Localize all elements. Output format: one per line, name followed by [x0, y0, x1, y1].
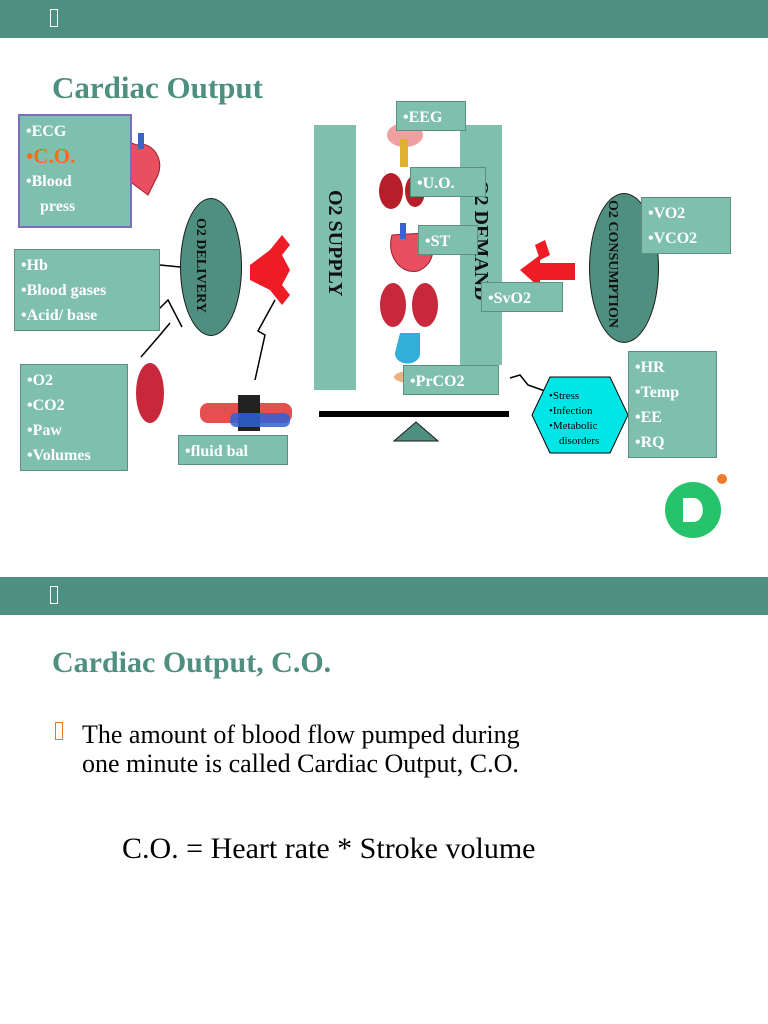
- right-red-fork-arrow: [520, 240, 575, 288]
- stressor-list: •Stress •Infection •Metabolic disorders: [549, 389, 599, 449]
- supply-bar: [314, 125, 356, 390]
- organ-label-uo-text: •U.O.: [417, 175, 455, 192]
- stressor-item-stress: •Stress: [549, 390, 580, 402]
- stressor-hexagon: [531, 376, 629, 454]
- fluid-label: •fluid bal: [185, 443, 248, 460]
- blood-item-hb: •Hb: [21, 257, 48, 274]
- monitor-item-blood: •Blood: [26, 173, 72, 190]
- metabolic-item-hr: •HR: [635, 359, 665, 376]
- lightning-connector-hex: [509, 374, 546, 392]
- lightning-connector-fluid: [254, 299, 276, 381]
- slide-header-band: [0, 0, 768, 38]
- balance-fulcrum: [392, 421, 440, 442]
- delivery-oval: [180, 198, 242, 336]
- bullet-square-icon: [55, 722, 63, 740]
- stressor-item-infection: •Infection: [549, 405, 593, 417]
- logo-icon: [665, 474, 727, 538]
- organ-label-prco2: •PrCO2: [403, 365, 499, 395]
- lung-item-co2: •CO2: [27, 397, 65, 414]
- monitor-item-co: •C.O.: [26, 144, 76, 168]
- organ-label-eeg: •EEG: [396, 101, 466, 131]
- organ-label-uo: •U.O.: [410, 167, 486, 197]
- lung-item-paw: •Paw: [27, 422, 62, 439]
- organ-label-prco2-text: •PrCO2: [410, 373, 465, 390]
- slide-glyph-icon: [50, 9, 58, 27]
- consumption-item-vco2: •VCO2: [648, 230, 698, 247]
- slide2-glyph-icon: [50, 586, 58, 604]
- slide2-formula: C.O. = Heart rate * Stroke volume: [122, 832, 536, 865]
- monitor-item-press: press: [40, 198, 76, 215]
- blood-box: •Hb •Blood gases •Acid/ base: [14, 249, 160, 331]
- slide2-body: The amount of blood flow pumped during o…: [82, 720, 520, 778]
- circulation-icon: [200, 395, 292, 431]
- slide2-title: Cardiac Output, C.O.: [52, 646, 332, 679]
- blood-item-gases: •Blood gases: [21, 282, 107, 299]
- lung-item-o2: •O2: [27, 372, 54, 389]
- delivery-label: O2 DELIVERY: [193, 218, 208, 313]
- metabolic-box: •HR •Temp •EE •RQ: [628, 351, 717, 458]
- supply-label: O2 SUPPLY: [324, 190, 346, 297]
- monitor-box: •ECG •C.O. •Blood press: [18, 114, 132, 228]
- slide2-body-line1: The amount of blood flow pumped during: [82, 720, 520, 749]
- organ-label-eeg-text: •EEG: [403, 109, 443, 126]
- connector-blood: [159, 264, 181, 268]
- slide-title: Cardiac Output: [52, 70, 263, 105]
- fluid-box: •fluid bal: [178, 435, 288, 465]
- balance-beam: [319, 411, 509, 417]
- blood-item-acid: •Acid/ base: [21, 307, 98, 324]
- consumption-label: O2 CONSUMPTION: [605, 200, 620, 328]
- lung-item-volumes: •Volumes: [27, 447, 91, 464]
- lung-box: •O2 •CO2 •Paw •Volumes: [20, 364, 128, 471]
- stressor-item-disorders: disorders: [559, 435, 600, 447]
- organ-label-st-text: •ST: [425, 233, 451, 250]
- metabolic-item-ee: •EE: [635, 409, 662, 426]
- metabolic-item-temp: •Temp: [635, 384, 680, 401]
- demand-label: O2 DEMAND: [470, 180, 492, 301]
- left-red-fork-arrow: [250, 235, 290, 305]
- consumption-box: •VO2 •VCO2: [641, 197, 731, 254]
- stressor-item-metabolic: •Metabolic: [549, 420, 598, 432]
- lungs-icon: [380, 283, 438, 327]
- organ-label-svo2-text: •SvO2: [488, 290, 531, 307]
- organ-label-st: •ST: [418, 225, 478, 255]
- diagram-graphics: [121, 123, 727, 538]
- connector-lung: [140, 322, 171, 358]
- lung-icon: [136, 363, 164, 423]
- metabolic-item-rq: •RQ: [635, 434, 665, 451]
- slide2-header-band: [0, 577, 768, 615]
- monitor-item-ecg: •ECG: [26, 123, 67, 140]
- slide2-body-line2: one minute is called Cardiac Output, C.O…: [82, 749, 519, 778]
- organ-label-svo2: •SvO2: [481, 282, 563, 312]
- consumption-item-vo2: •VO2: [648, 205, 686, 222]
